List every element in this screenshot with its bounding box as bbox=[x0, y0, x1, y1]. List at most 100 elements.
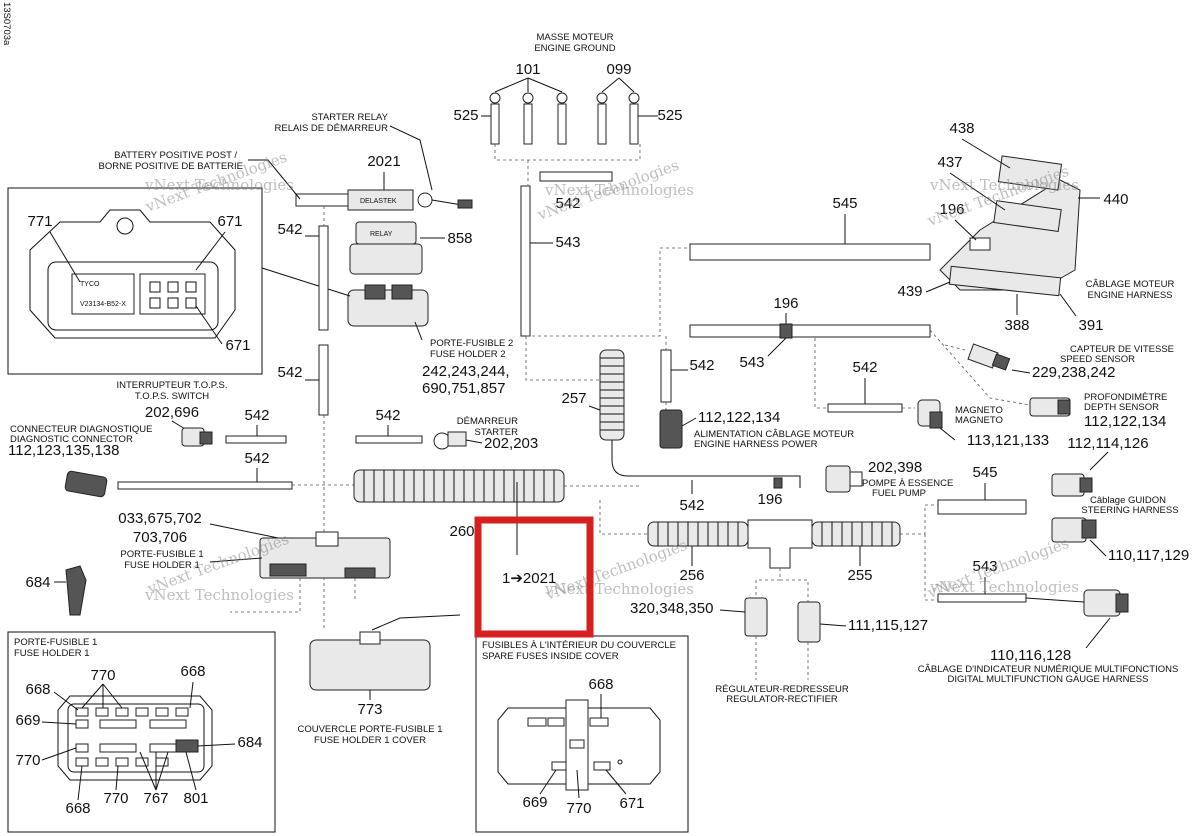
callout-771: 771 bbox=[27, 213, 52, 230]
wire-542-vertical-b bbox=[318, 344, 329, 416]
svg-text:V23134-B52-X: V23134-B52-X bbox=[80, 301, 126, 308]
label-spare-fuses-en: SPARE FUSES INSIDE COVER bbox=[482, 651, 619, 662]
label-fuel-pump-fr: POMPE À ESSENCE bbox=[862, 478, 953, 489]
callout-801: 801 bbox=[183, 790, 208, 807]
regulator-connectors bbox=[744, 597, 821, 643]
label-engine-harness-en: ENGINE HARNESS bbox=[1088, 290, 1173, 301]
svg-text:RELAY: RELAY bbox=[370, 231, 393, 238]
label-starter-relay-en: STARTER RELAY bbox=[311, 112, 388, 123]
delastek-marking: DELASTEK bbox=[360, 198, 397, 205]
callout-202-398: 202,398 bbox=[868, 459, 922, 476]
callout-668-a: 668 bbox=[180, 663, 205, 680]
callout-113-121-133: 113,121,133 bbox=[967, 432, 1049, 449]
label-fuse-holder-1-box-fr: PORTE-FUSIBLE 1 bbox=[14, 637, 97, 648]
wire-542-vertical-a bbox=[318, 225, 329, 331]
callout-196-a: 196 bbox=[939, 201, 964, 218]
watermark-9: vNext Technologies bbox=[144, 586, 294, 604]
depth-sensor bbox=[1029, 397, 1071, 417]
starter-connector bbox=[433, 431, 467, 450]
callout-668-d: 668 bbox=[588, 676, 613, 693]
wire-542-short bbox=[539, 171, 613, 182]
callout-770-d: 770 bbox=[566, 800, 591, 817]
label-engine-power-fr: ALIMENTATION CÂBLAGE MOTEUR bbox=[694, 429, 854, 440]
callout-111-115-127: 111,115,127 bbox=[848, 617, 928, 634]
label-gauge-harness-en: DIGITAL MULTIFUNCTION GAUGE HARNESS bbox=[948, 674, 1149, 685]
label-gauge-harness-fr: CÂBLAGE D'INDICATEUR NUMÉRIQUE MULTIFONC… bbox=[918, 664, 1179, 675]
corrugated-harness-260 bbox=[353, 469, 565, 503]
fuel-pump-connector bbox=[825, 465, 863, 493]
callout-668-c: 668 bbox=[65, 800, 90, 817]
label-magneto-en: MAGNETO bbox=[955, 415, 1003, 426]
callout-112-123-135-138: 112,123,135,138 bbox=[8, 442, 120, 459]
callout-703-706: 703,706 bbox=[133, 529, 187, 546]
tops-switch-connector bbox=[181, 427, 213, 447]
watermark-12: vNext Technologies bbox=[144, 176, 294, 194]
callout-543-c: 543 bbox=[972, 558, 997, 575]
callout-858: 858 bbox=[447, 230, 472, 247]
callout-391: 391 bbox=[1078, 317, 1103, 334]
wire-542-h bbox=[117, 481, 293, 490]
label-fuse-holder-1-box-en: FUSE HOLDER 1 bbox=[14, 648, 90, 659]
callout-196-b: 196 bbox=[773, 295, 798, 312]
callout-101: 101 bbox=[515, 61, 540, 78]
callout-684-a: 684 bbox=[25, 574, 50, 591]
callout-033-675-702: 033,675,702 bbox=[118, 510, 201, 527]
callout-110-116-128: 110,116,128 bbox=[990, 647, 1071, 664]
corrugated-tee-harness bbox=[647, 519, 901, 569]
label-regulator-fr: RÉGULATEUR-REDRESSEUR bbox=[715, 684, 849, 695]
callout-542-i: 542 bbox=[679, 497, 704, 514]
label-fuel-pump-en: FUEL PUMP bbox=[872, 488, 926, 499]
label-speed-sensor-fr: CAPTEUR DE VITESSE bbox=[1070, 344, 1174, 355]
wire-542-f bbox=[225, 435, 287, 444]
callout-542-a: 542 bbox=[277, 221, 302, 238]
callout-545-b: 545 bbox=[972, 464, 997, 481]
label-steering-harness-fr: Câblage GUIDON bbox=[1090, 495, 1166, 506]
highlight-box bbox=[474, 516, 594, 638]
callout-437: 437 bbox=[937, 154, 962, 171]
callout-110-117-129: 110,117,129 bbox=[1108, 547, 1189, 564]
watermark-11: vNext Technologies bbox=[929, 578, 1079, 596]
engine-harness-connectors bbox=[939, 155, 1081, 297]
callout-438: 438 bbox=[949, 120, 974, 137]
callout-767: 767 bbox=[143, 790, 168, 807]
callout-542-f: 542 bbox=[244, 407, 269, 424]
watermark-8: vNext Technologies bbox=[929, 176, 1079, 194]
fuse-holder-cover bbox=[309, 631, 431, 691]
callout-255: 255 bbox=[847, 567, 872, 584]
highlight-label: 1➔2021 bbox=[502, 570, 556, 587]
label-starter-relay-fr: RELAIS DE DÉMARREUR bbox=[275, 123, 389, 134]
label-regulator-en: REGULATOR-RECTIFIER bbox=[726, 694, 838, 705]
label-battery-post-fr: BORNE POSITIVE DE BATTERIE bbox=[99, 161, 243, 172]
callout-543-b: 543 bbox=[739, 354, 764, 371]
callout-671-bottom: 671 bbox=[225, 337, 250, 354]
fuse-puller bbox=[65, 565, 87, 616]
callout-525-right: 525 bbox=[657, 107, 682, 124]
wire-542-g bbox=[355, 435, 423, 444]
label-engine-harness-fr: CÂBLAGE MOTEUR bbox=[1086, 279, 1175, 290]
label-depth-sensor-en: DEPTH SENSOR bbox=[1084, 402, 1159, 413]
engine-ground-terminals: 101 099 525 525 bbox=[453, 61, 683, 185]
engine-harness-power-connector bbox=[659, 409, 683, 449]
label-fuse-cover-fr: COUVERCLE PORTE-FUSIBLE 1 bbox=[297, 724, 442, 735]
callout-439: 439 bbox=[897, 283, 922, 300]
document-id: 13S0703a bbox=[1, 2, 12, 46]
wire-542-d bbox=[660, 349, 672, 403]
callout-542-g: 542 bbox=[375, 407, 400, 424]
label-diag-connector-fr: CONNECTEUR DIAGNOSTIQUE bbox=[10, 424, 153, 435]
label-fuse-cover-en: FUSE HOLDER 1 COVER bbox=[314, 735, 426, 746]
callout-112-122-134-a: 112,122,134 bbox=[698, 409, 780, 426]
gauge-connector bbox=[1083, 589, 1129, 617]
callout-112-114-126: 112,114,126 bbox=[1067, 435, 1148, 452]
wire-543-vertical bbox=[520, 185, 531, 337]
callout-668-b: 668 bbox=[25, 681, 50, 698]
label-starter-fr: DÉMARREUR bbox=[457, 416, 518, 427]
label-steering-harness-en: STEERING HARNESS bbox=[1081, 505, 1178, 516]
label-speed-sensor-en: SPEED SENSOR bbox=[1060, 354, 1135, 365]
label-fuse-holder-2-fr: PORTE-FUSIBLE 2 bbox=[430, 338, 513, 349]
steering-connectors bbox=[1051, 473, 1097, 543]
callout-196-c: 196 bbox=[757, 491, 782, 508]
label-fuse-holder-1-fr: PORTE-FUSIBLE 1 bbox=[120, 549, 203, 560]
callout-256: 256 bbox=[679, 567, 704, 584]
callout-671-top: 671 bbox=[217, 213, 242, 230]
